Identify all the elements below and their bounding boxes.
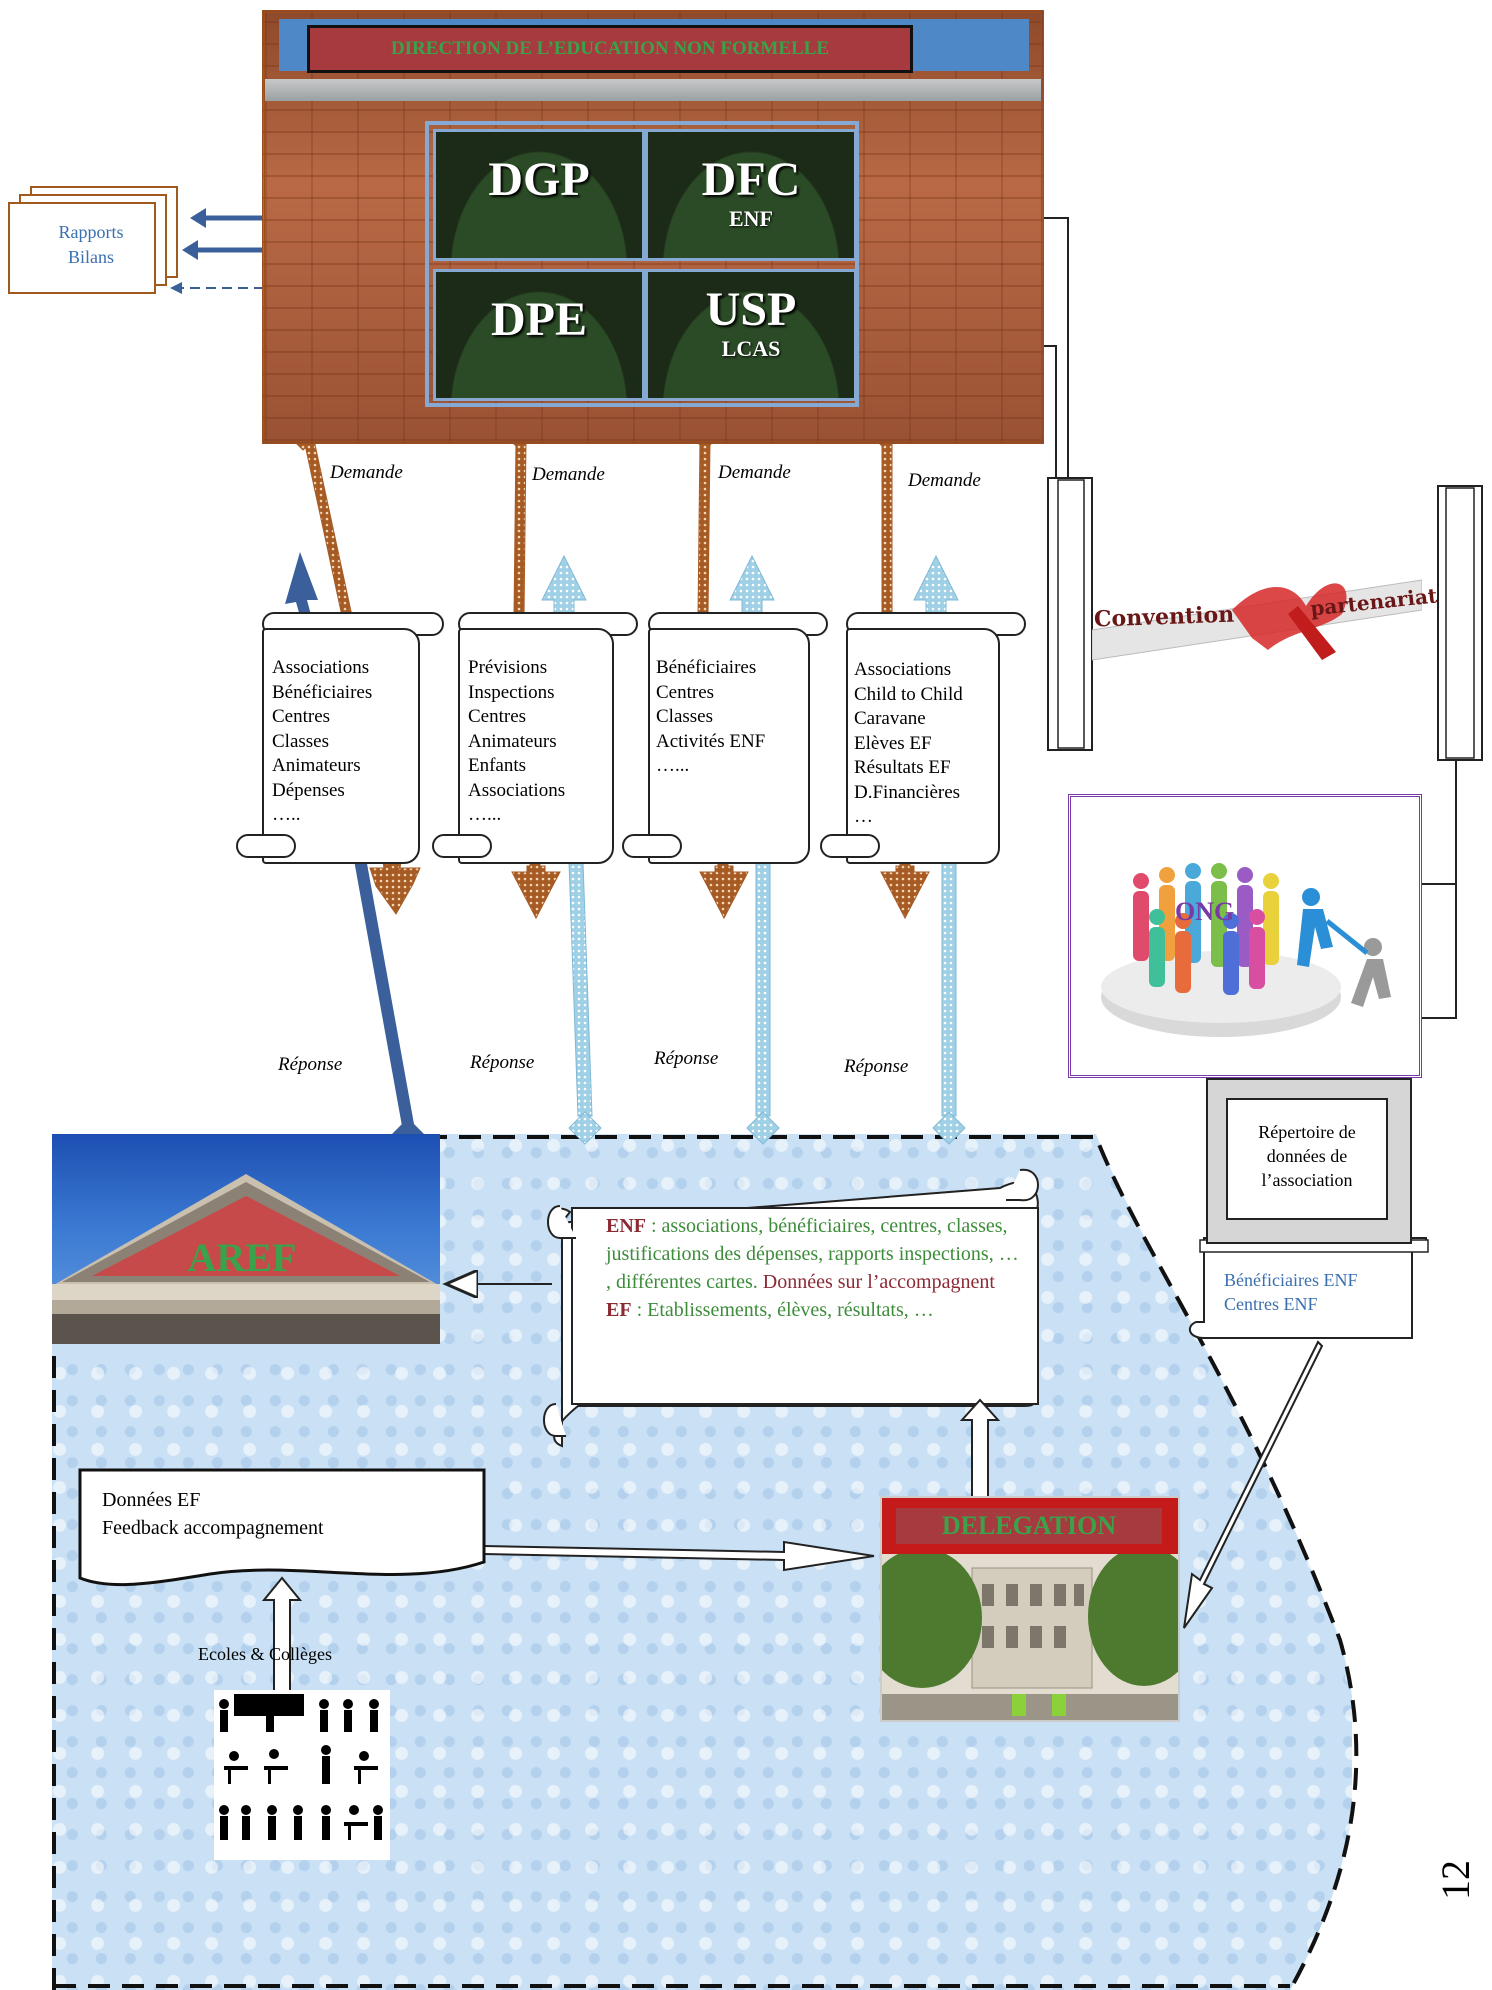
beneficiaires-enf-line1: Bénéficiaires ENF bbox=[1224, 1270, 1358, 1290]
ong-label: ONG bbox=[1175, 897, 1235, 926]
enf-description: : associations, bénéficiaires, centres, … bbox=[606, 1215, 1019, 1293]
scroll-item: Centres bbox=[656, 681, 715, 703]
scroll-item: Bénéficiaires bbox=[656, 657, 757, 678]
convention-ribbon bbox=[1092, 579, 1422, 661]
demande-label-2: Demande bbox=[532, 464, 605, 485]
scroll-item: Animateurs bbox=[468, 730, 557, 752]
unit-abbr: DGP bbox=[488, 153, 590, 206]
ef-label: EF bbox=[606, 1299, 632, 1321]
ong-box: ONG bbox=[1068, 794, 1422, 1078]
page-number: 12 bbox=[1433, 1860, 1478, 1900]
reponse-label-4: Réponse bbox=[844, 1056, 909, 1077]
scroll-item: Enfants bbox=[468, 755, 527, 776]
beneficiaires-enf-text: Bénéficiaires ENF Centres ENF bbox=[1224, 1268, 1357, 1316]
scroll-4-bottom bbox=[820, 834, 880, 858]
scroll-item: Child to Child bbox=[854, 683, 963, 705]
enf-accompagnement: Données sur l’accompagnent bbox=[762, 1271, 995, 1293]
convention-partenariat: Convention partenariat bbox=[1092, 540, 1438, 680]
rapports-bilans-document: Rapports Bilans bbox=[8, 186, 178, 294]
unit-abbr: DPE bbox=[491, 293, 587, 346]
scroll-item: Bénéficiaires bbox=[272, 681, 373, 703]
scroll-4-text: Associations Child to Child Caravane Elè… bbox=[854, 658, 963, 830]
scroll-item: Associations bbox=[272, 657, 370, 678]
unit-abbr: USP bbox=[705, 283, 797, 336]
unit-dgp: DGP bbox=[433, 129, 645, 261]
enf-data-text: ENF : associations, bénéficiaires, centr… bbox=[606, 1212, 1026, 1324]
scroll-1-bottom bbox=[236, 834, 296, 858]
beneficiaires-enf-line2: Centres ENF bbox=[1224, 1294, 1318, 1314]
students-icon bbox=[214, 1690, 390, 1860]
demande-label-3: Demande bbox=[718, 462, 791, 483]
delegation-banner: DELEGATION bbox=[882, 1498, 1178, 1554]
scroll-item: Associations bbox=[854, 659, 952, 680]
rapports-line2: Bilans bbox=[67, 247, 114, 267]
scroll-item: … bbox=[854, 806, 873, 827]
unit-dpe: DPE bbox=[433, 269, 645, 401]
unit-abbr: DFC bbox=[701, 153, 801, 206]
rapports-text: Rapports Bilans bbox=[16, 220, 166, 270]
scroll-1-text: Associations Bénéficiaires Centres Class… bbox=[272, 656, 372, 828]
scroll-item: Dépenses bbox=[272, 779, 345, 801]
scroll-item: D.Financières bbox=[854, 781, 961, 803]
scroll-3 bbox=[648, 628, 810, 864]
scroll-2 bbox=[458, 628, 614, 864]
scroll-item: ….. bbox=[272, 804, 301, 825]
doc-page-front bbox=[8, 202, 156, 294]
denf-title: DIRECTION DE L’EDUCATION NON FORMELLE bbox=[307, 25, 913, 73]
delegation-photo-icon bbox=[882, 1546, 1178, 1720]
scroll-item: Classes bbox=[656, 706, 713, 727]
scroll-item: Caravane bbox=[854, 708, 926, 729]
rapports-line1: Rapports bbox=[58, 222, 124, 242]
aref-pediment-icon bbox=[52, 1174, 440, 1344]
scroll-2-text: Prévisions Inspections Centres Animateur… bbox=[468, 656, 565, 828]
scroll-item: Animateurs bbox=[272, 755, 361, 776]
unit-sub: ENF bbox=[729, 206, 773, 231]
denf-ledge bbox=[265, 79, 1041, 101]
scroll-item: Centres bbox=[468, 706, 527, 727]
scroll-item: Centres bbox=[272, 706, 331, 727]
delegation-label: DELEGATION bbox=[896, 1508, 1162, 1544]
scroll-item: Activités ENF bbox=[656, 730, 766, 752]
scroll-3-bottom bbox=[622, 834, 682, 858]
scroll-3-text: Bénéficiaires Centres Classes Activités … bbox=[656, 656, 765, 779]
donnees-ef-line2: Feedback accompagnement bbox=[102, 1517, 324, 1539]
ef-description: : Etablissements, élèves, résultats, … bbox=[631, 1299, 934, 1321]
ecoles-label: Ecoles & Collèges bbox=[198, 1644, 332, 1664]
unit-sub: LCAS bbox=[721, 336, 781, 361]
denf-building: DIRECTION DE L’EDUCATION NON FORMELLE DG… bbox=[262, 10, 1044, 444]
scroll-item: Inspections bbox=[468, 681, 555, 703]
scroll-item: …... bbox=[468, 804, 502, 825]
scroll-4 bbox=[846, 628, 1000, 864]
donnees-ef-line1: Données EF bbox=[102, 1489, 201, 1511]
repertoire-donnees: Répertoire de données de l’association bbox=[1206, 1078, 1412, 1244]
reponse-label-3: Réponse bbox=[654, 1048, 719, 1069]
denf-windows-frame bbox=[425, 121, 859, 407]
people-group-icon bbox=[1101, 863, 1391, 1037]
aref-building: AREF bbox=[52, 1134, 440, 1344]
aref-label: AREF bbox=[187, 1235, 297, 1280]
scroll-1 bbox=[262, 628, 420, 864]
scroll-item: Associations bbox=[468, 779, 566, 801]
demande-label-4: Demande bbox=[908, 470, 981, 491]
unit-usp: USP LCAS bbox=[645, 269, 857, 401]
convention-word: Convention bbox=[1093, 601, 1235, 633]
repertoire-text: Répertoire de données de l’association bbox=[1226, 1098, 1388, 1220]
reponse-label-1: Réponse bbox=[278, 1054, 343, 1075]
delegation-building: DELEGATION bbox=[880, 1496, 1180, 1722]
scroll-item: Prévisions bbox=[468, 657, 548, 678]
scroll-item: Résultats EF bbox=[854, 757, 951, 778]
scroll-item: Elèves EF bbox=[854, 732, 932, 754]
unit-dfc: DFC ENF bbox=[645, 129, 857, 261]
scroll-item: …... bbox=[656, 755, 690, 776]
donnees-ef-document: Données EF Feedback accompagnement bbox=[80, 1470, 484, 1582]
reponse-label-2: Réponse bbox=[470, 1052, 535, 1073]
classroom-pictogram-icon bbox=[219, 1694, 383, 1840]
scroll-2-bottom bbox=[432, 834, 492, 858]
enf-label: ENF bbox=[606, 1215, 646, 1237]
demande-label-1: Demande bbox=[330, 462, 403, 483]
scroll-item: Classes bbox=[272, 730, 329, 752]
donnees-ef-text: Données EF Feedback accompagnement bbox=[102, 1486, 324, 1542]
